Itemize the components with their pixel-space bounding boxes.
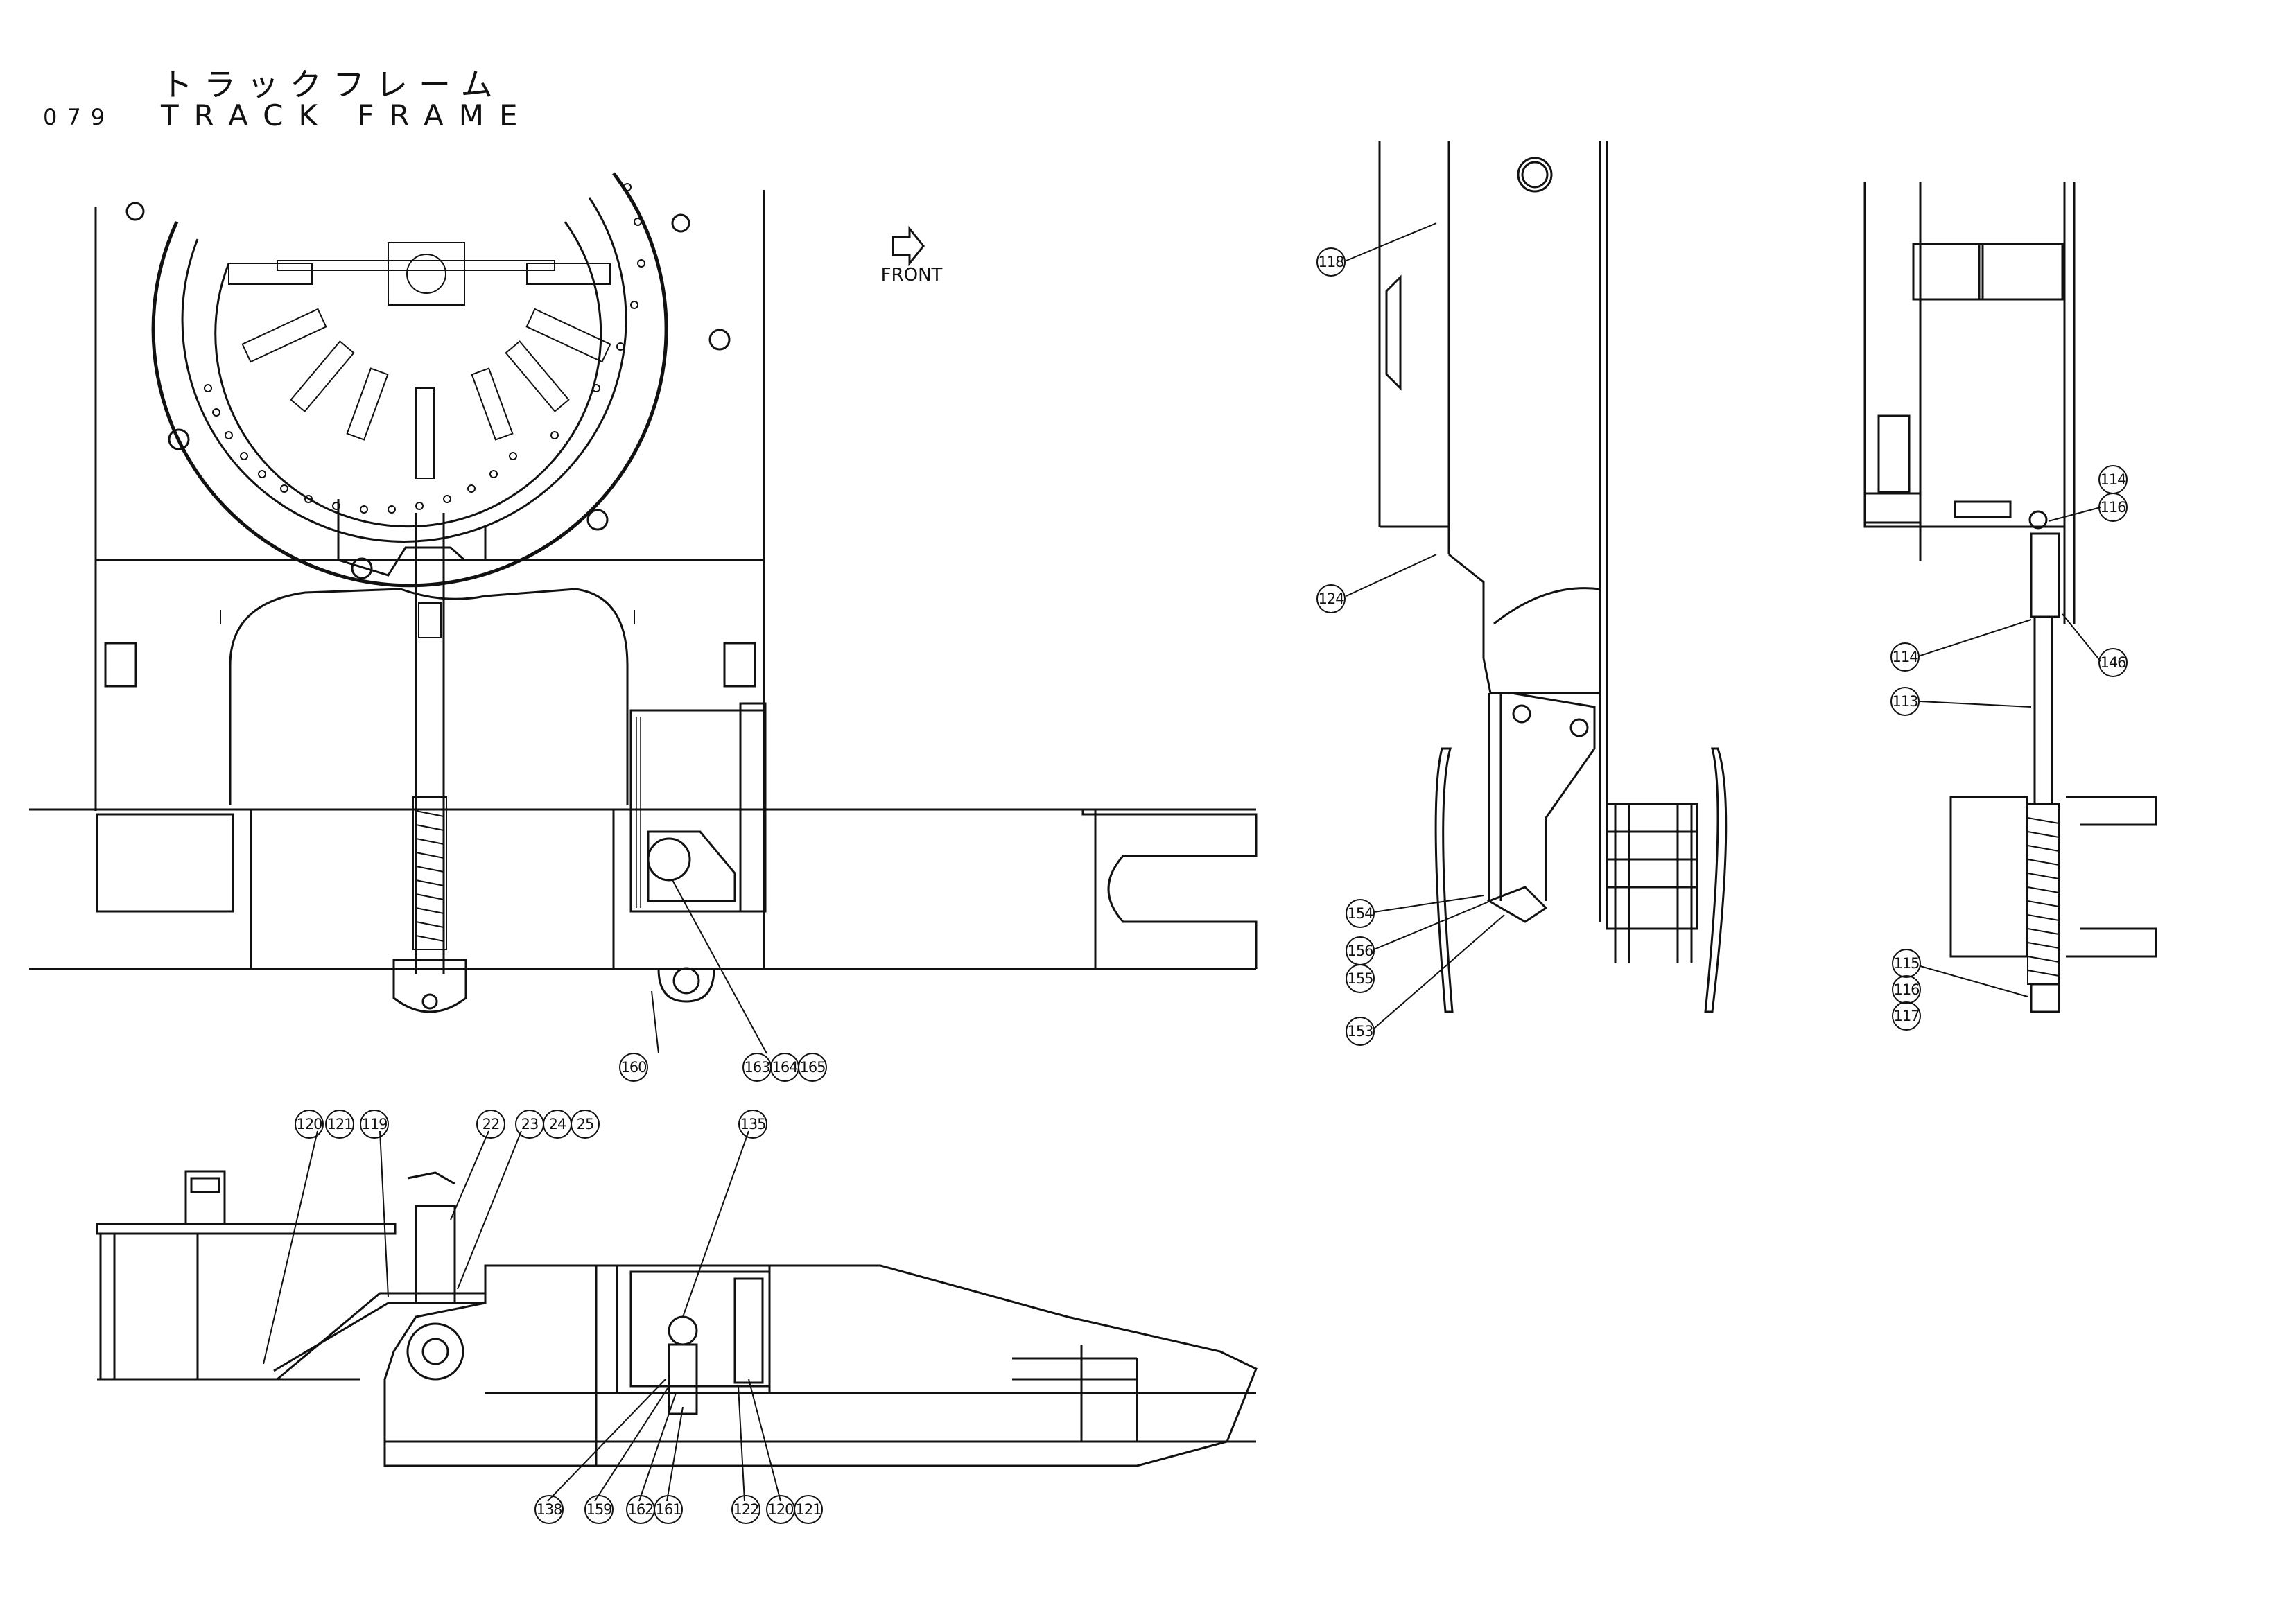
callout-121-upper: 121 xyxy=(327,1116,352,1132)
callout-117: 117 xyxy=(1893,1008,1919,1024)
callout-159: 159 xyxy=(586,1501,611,1518)
ring-bolt-holes xyxy=(204,183,645,514)
callout-120-upper: 120 xyxy=(296,1116,322,1132)
front-label: FRONT xyxy=(881,265,943,286)
page-number: 079 xyxy=(43,104,115,130)
callout-162: 162 xyxy=(627,1501,653,1518)
callout-22: 22 xyxy=(482,1116,500,1132)
callout-113: 113 xyxy=(1892,693,1917,710)
callout-114-upper: 114 xyxy=(2100,471,2126,488)
top-view xyxy=(29,172,1258,1013)
callout-155: 155 xyxy=(1347,970,1373,987)
callout-24: 24 xyxy=(549,1116,566,1132)
callout-124: 124 xyxy=(1318,590,1344,607)
callout-165: 165 xyxy=(799,1059,825,1076)
callout-163: 163 xyxy=(744,1059,769,1076)
callout-164: 164 xyxy=(772,1059,798,1076)
callout-138: 138 xyxy=(536,1501,562,1518)
callout-135: 135 xyxy=(740,1116,765,1132)
callout-156: 156 xyxy=(1347,943,1373,959)
ring-cylinders xyxy=(228,242,611,479)
title-english: TRACK FRAME xyxy=(161,98,533,132)
section-view-middle xyxy=(1378,141,1728,1013)
callout-153: 153 xyxy=(1347,1023,1373,1040)
front-arrow: FRONT xyxy=(881,225,943,286)
callout-bubbles: 118 124 154 156 155 153 114 116 114 146 … xyxy=(295,247,2128,1524)
callout-25: 25 xyxy=(577,1116,594,1132)
callout-120-lower: 120 xyxy=(767,1501,793,1518)
callout-146: 146 xyxy=(2100,654,2126,671)
leader-lines xyxy=(263,222,2101,1502)
callout-161: 161 xyxy=(655,1501,681,1518)
callout-114-lower: 114 xyxy=(1892,649,1918,665)
callout-118: 118 xyxy=(1318,254,1343,270)
title-japanese: トラックフレーム xyxy=(161,66,504,103)
callout-23: 23 xyxy=(521,1116,539,1132)
section-view-right xyxy=(1863,182,2157,1013)
callout-115: 115 xyxy=(1893,955,1919,972)
callout-116-lower: 116 xyxy=(1893,981,1920,998)
callout-119: 119 xyxy=(361,1116,387,1132)
callout-121-lower: 121 xyxy=(795,1501,821,1518)
side-view xyxy=(96,1170,1258,1467)
callout-116-upper: 116 xyxy=(2100,499,2126,516)
callout-122: 122 xyxy=(733,1501,758,1518)
callout-154: 154 xyxy=(1347,905,1373,922)
callout-160: 160 xyxy=(620,1059,646,1076)
